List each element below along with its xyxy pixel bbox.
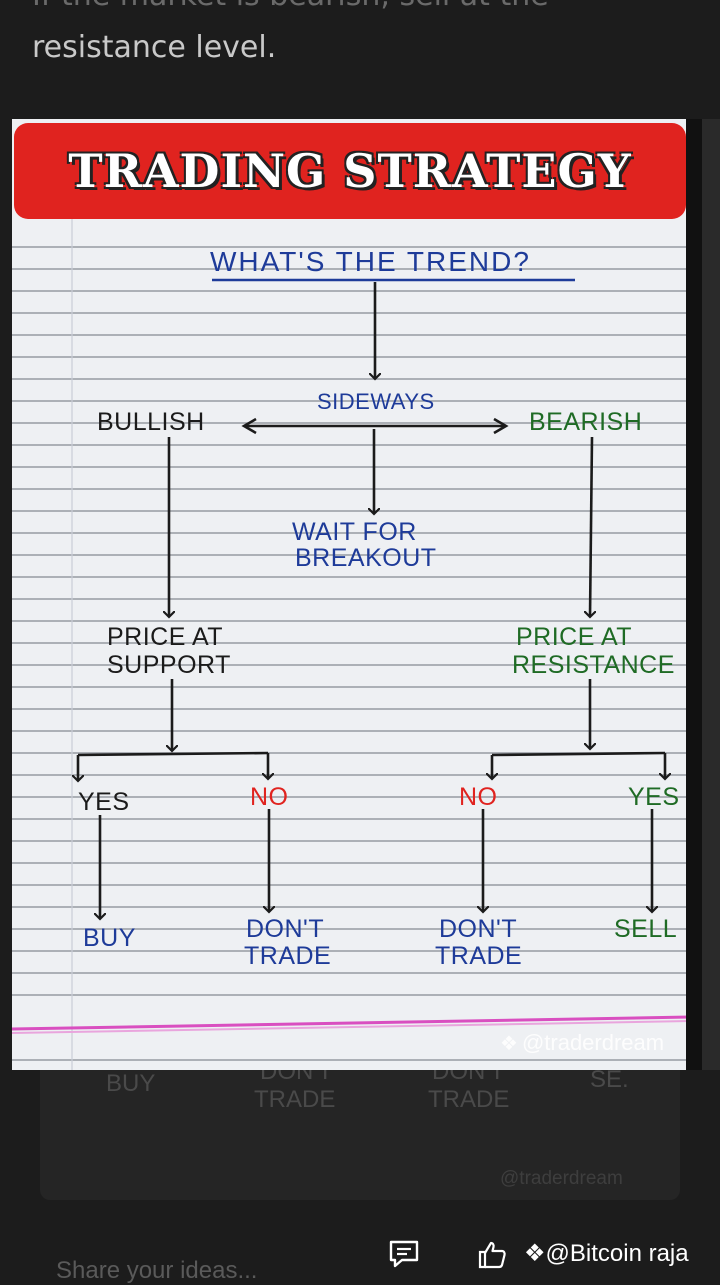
author-credit[interactable]: ❖@Bitcoin raja (524, 1239, 689, 1268)
echo-sell: SE. (590, 1070, 629, 1093)
yes-left-label: YES (78, 788, 130, 816)
thumbs-up-icon[interactable] (476, 1239, 508, 1271)
sell-label: SELL (614, 915, 678, 943)
resistance-label-line1: PRICE AT (516, 623, 633, 651)
dont-trade-right-line2: TRADE (435, 942, 523, 970)
yes-right-label: YES (628, 783, 680, 811)
support-label-line2: SUPPORT (107, 651, 231, 679)
comment-icon[interactable] (388, 1239, 420, 1269)
dont-trade-left-line1: DON'T (246, 915, 325, 943)
bullish-label: BULLISH (97, 408, 205, 436)
bearish-label: BEARISH (529, 408, 643, 436)
buy-label: BUY (83, 924, 136, 952)
binance-icon: ❖ (524, 1240, 546, 1267)
article-text-line: resistance level. (32, 30, 277, 65)
article-previous-line: If the market is bearish, sell at the (32, 0, 549, 13)
sideways-label: SIDEWAYS (317, 389, 435, 414)
dont-trade-right-line1: DON'T (439, 915, 518, 943)
image-watermark: ❖@traderdream (500, 1030, 664, 1056)
title-banner: TRADING STRATEGY (14, 123, 686, 219)
dont-trade-left-line2: TRADE (244, 942, 332, 970)
image-echo: BUY DON'T TRADE DON'T TRADE SE. @traderd… (40, 1070, 680, 1200)
post-action-bar: Share your ideas... ❖@Bitcoin raja (0, 1225, 720, 1284)
no-left-label: NO (250, 783, 289, 811)
wait-label-line1: WAIT FOR (292, 518, 417, 546)
trend-question: WHAT'S THE TREND? (210, 246, 531, 277)
notebook-ruling (12, 217, 690, 1070)
flowchart-arrows (12, 278, 690, 1070)
wait-label-line2: BREAKOUT (295, 544, 437, 572)
echo-trade-right: TRADE (428, 1086, 510, 1113)
author-name: @Bitcoin raja (545, 1240, 689, 1267)
binance-icon: ❖ (500, 1033, 518, 1055)
no-right-label: NO (459, 783, 498, 811)
strategy-image[interactable]: TRADING STRATEGY (12, 119, 690, 1070)
watermark-text: @traderdream (521, 1030, 665, 1055)
echo-watermark: @traderdream (500, 1168, 623, 1189)
resistance-label-line2: RESISTANCE (512, 651, 675, 679)
echo-dont-left: DON'T (260, 1070, 333, 1085)
echo-dont-right: DON'T (432, 1070, 505, 1085)
chart-title: TRADING STRATEGY (68, 144, 632, 198)
support-label-line1: PRICE AT (107, 623, 224, 651)
echo-trade-left: TRADE (254, 1086, 336, 1113)
echo-buy: BUY (106, 1070, 156, 1097)
share-ideas-input[interactable]: Share your ideas... (56, 1257, 258, 1284)
card-shadow (686, 119, 702, 1070)
